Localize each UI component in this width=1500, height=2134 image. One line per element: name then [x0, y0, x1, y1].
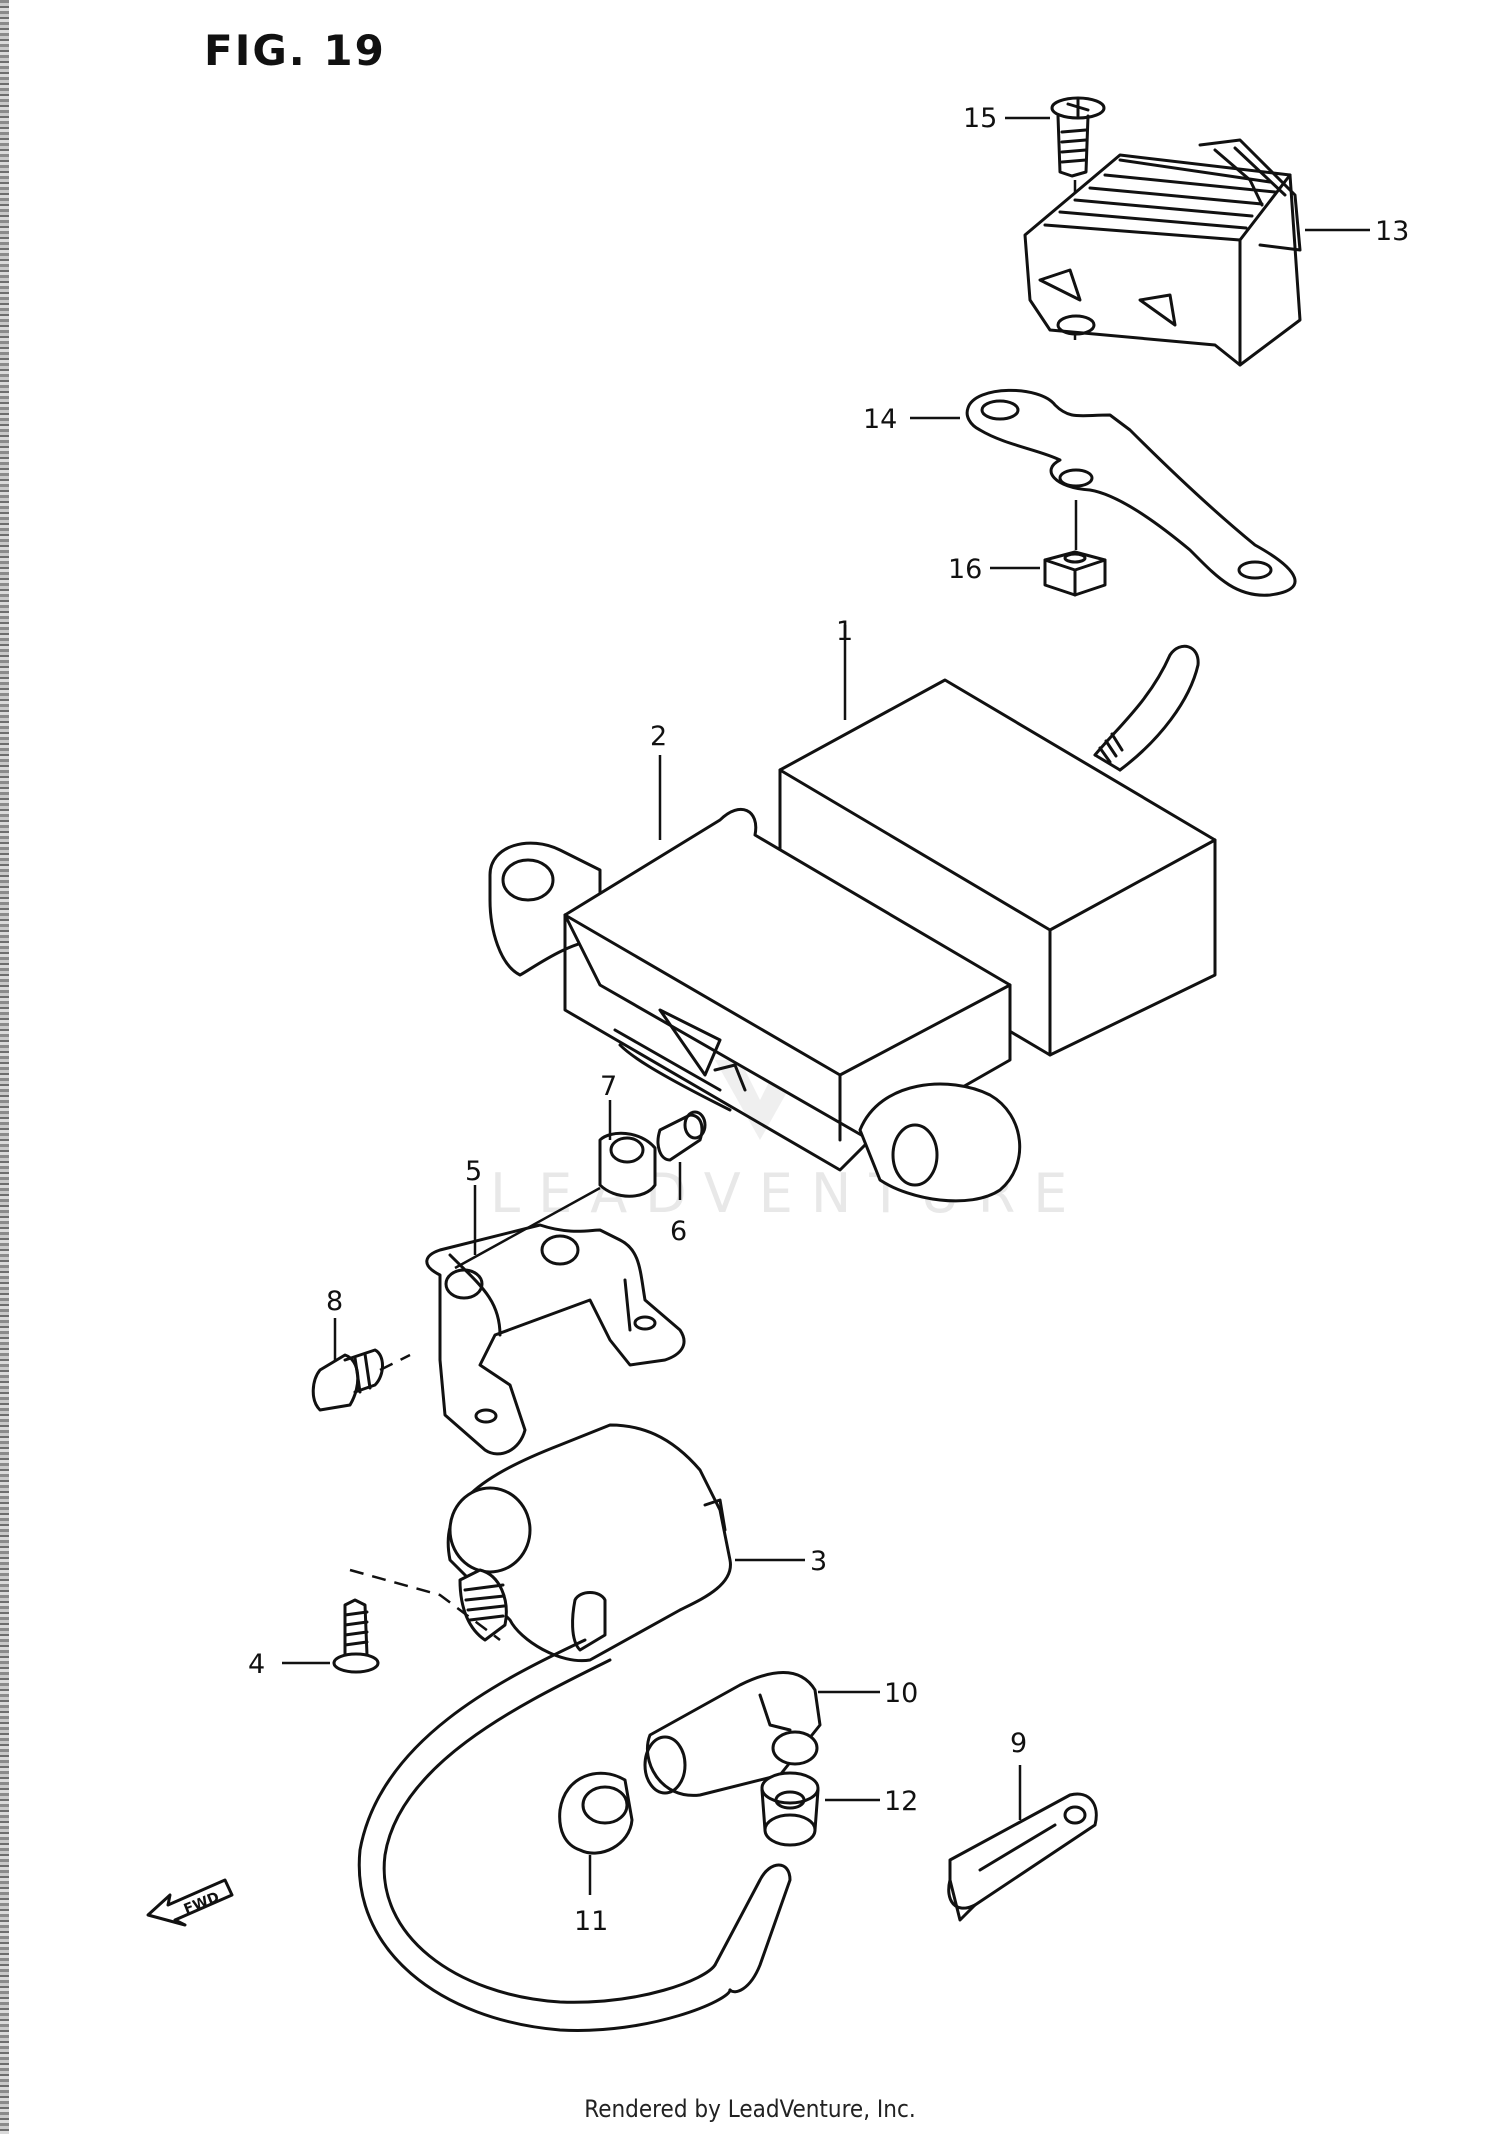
callout-2: 2: [650, 721, 667, 752]
callout-6: 6: [670, 1216, 687, 1247]
part-15-screw[interactable]: [1050, 96, 1106, 178]
part-4-bolt[interactable]: [332, 1598, 380, 1674]
callout-8: 8: [326, 1286, 343, 1317]
scan-edge: [0, 0, 9, 2134]
part-2-coil-housing[interactable]: [488, 807, 1022, 1203]
callout-16: 16: [948, 554, 982, 585]
part-1-ignitor-unit[interactable]: [778, 644, 1217, 1057]
part-14-bracket[interactable]: [965, 388, 1297, 597]
part-8-bolt[interactable]: [311, 1348, 384, 1412]
callout-10: 10: [884, 1678, 918, 1709]
part-11-grommet[interactable]: [558, 1771, 634, 1855]
callout-1: 1: [836, 616, 853, 647]
high-tension-lead[interactable]: [357, 1638, 792, 2032]
callout-4: 4: [248, 1649, 265, 1680]
callout-15: 15: [963, 103, 997, 134]
forward-arrow-icon: FWD: [146, 1878, 234, 1927]
callout-13: 13: [1375, 216, 1409, 247]
callout-14: 14: [863, 404, 897, 435]
mounting-guideline: [349, 1568, 501, 1641]
part-10-plug-cap[interactable]: [643, 1671, 822, 1797]
part-9-clamp[interactable]: [947, 1792, 1098, 1922]
part-3-ignition-coil[interactable]: [446, 1423, 732, 1663]
part-7-grommet[interactable]: [598, 1131, 657, 1198]
callout-7: 7: [600, 1071, 617, 1102]
callout-3: 3: [810, 1546, 827, 1577]
footer-credit: Rendered by LeadVenture, Inc.: [584, 2095, 916, 2123]
callout-5: 5: [465, 1156, 482, 1187]
callout-9: 9: [1010, 1728, 1027, 1759]
figure-title: FIG. 19: [204, 26, 386, 75]
callout-12: 12: [884, 1786, 918, 1817]
part-12-cap-seal[interactable]: [760, 1771, 820, 1847]
callout-11: 11: [574, 1906, 608, 1937]
part-16-nut[interactable]: [1043, 550, 1107, 597]
part-13-regulator[interactable]: [1023, 138, 1302, 367]
part-6-collar[interactable]: [656, 1110, 707, 1162]
part-5-mounting-bracket[interactable]: [425, 1223, 686, 1456]
